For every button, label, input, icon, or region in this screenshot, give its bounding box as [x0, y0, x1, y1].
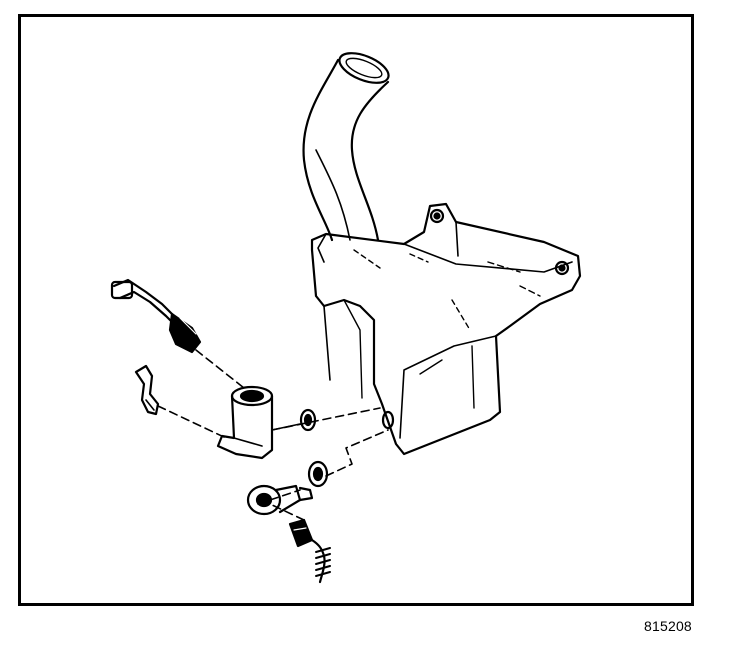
pump-grommet — [299, 408, 317, 432]
pump-electrical-connector — [110, 278, 202, 354]
reservoir-tank — [310, 202, 582, 456]
ground-terminal — [134, 364, 160, 416]
level-sensor — [246, 484, 314, 516]
filler-neck — [302, 52, 390, 242]
assembly-guide-lines — [157, 349, 389, 521]
illustration-frame — [18, 14, 694, 606]
sensor-grommet — [307, 460, 329, 488]
sensor-connector — [288, 518, 331, 584]
figure-id-label: 815208 — [644, 618, 692, 634]
pump-motor — [216, 385, 301, 460]
